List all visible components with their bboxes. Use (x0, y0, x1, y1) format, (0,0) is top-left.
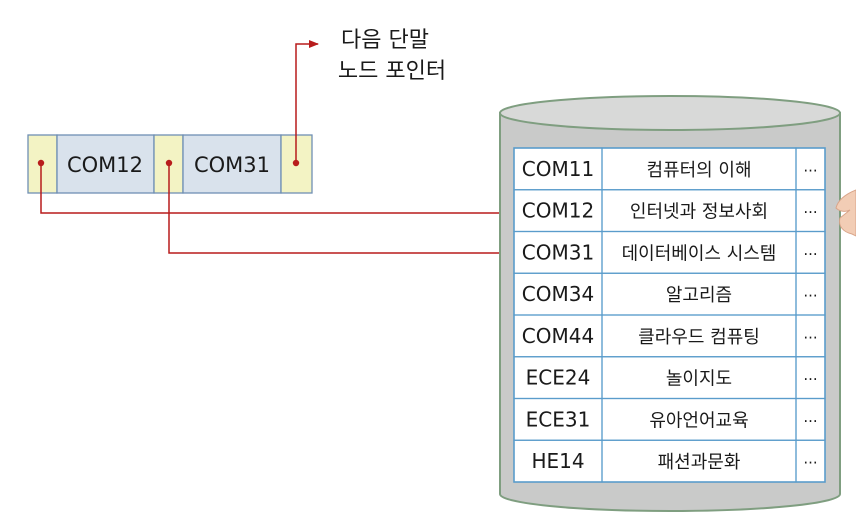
leaf-node: COM12 COM31 (27, 134, 313, 194)
record-name: 놀이지도 (666, 369, 732, 390)
record-more: ··· (803, 245, 817, 263)
table-row: HE14 패션과문화 ··· (513, 439, 826, 483)
record-name: 패션과문화 (658, 452, 741, 473)
record-more: ··· (803, 412, 817, 430)
record-more: ··· (803, 329, 817, 347)
record-name: 데이터베이스 시스템 (622, 243, 777, 264)
record-code: HE14 (531, 449, 584, 473)
table-row: COM12 인터넷과 정보사회 ··· (513, 189, 826, 233)
record-pointer-arrow-1 (40, 163, 513, 217)
table-row: COM31 데이터베이스 시스템 ··· (513, 230, 826, 274)
record-name: 컴퓨터의 이해 (646, 160, 751, 181)
cylinder-top (499, 95, 841, 131)
record-code: COM44 (522, 324, 594, 348)
record-name: 알고리즘 (666, 285, 732, 306)
record-name: 클라우드 컴퓨팅 (638, 327, 760, 348)
next-leaf-pointer-label-line2: 노드 포인터 (338, 59, 446, 84)
record-more: ··· (803, 287, 817, 305)
next-leaf-pointer-arrow (295, 40, 319, 163)
record-more: ··· (803, 454, 817, 472)
record-code: ECE31 (526, 407, 591, 431)
record-code: COM12 (522, 199, 594, 223)
table-cell (795, 439, 826, 483)
record-code: COM11 (522, 157, 594, 181)
record-more: ··· (803, 162, 817, 180)
record-table: COM11 컴퓨터의 이해 ··· COM12 인터넷과 정보사회 ··· COM31 데이터… (513, 147, 826, 483)
record-more: ··· (803, 371, 817, 389)
record-code: ECE24 (526, 366, 591, 390)
record-pointer-arrow-2 (168, 163, 513, 257)
record-code: COM34 (522, 282, 594, 306)
hand-image-fragment (835, 189, 856, 237)
table-row: COM44 클라우드 컴퓨팅 ··· (513, 314, 826, 358)
record-name: 인터넷과 정보사회 (630, 202, 768, 223)
leaf-key-1: COM12 (67, 153, 143, 177)
table-row: ECE31 유아언어교육 ··· (513, 397, 826, 441)
record-more: ··· (803, 204, 817, 222)
table-row: COM34 알고리즘 ··· (513, 272, 826, 316)
key-cell-1 (56, 134, 155, 194)
leaf-key-2: COM31 (194, 153, 270, 177)
record-name: 유아언어교육 (649, 410, 748, 431)
record-code: COM31 (522, 240, 594, 264)
next-leaf-pointer-label-line1: 다음 단말 (341, 28, 429, 53)
pointer-arrows (37, 40, 513, 257)
